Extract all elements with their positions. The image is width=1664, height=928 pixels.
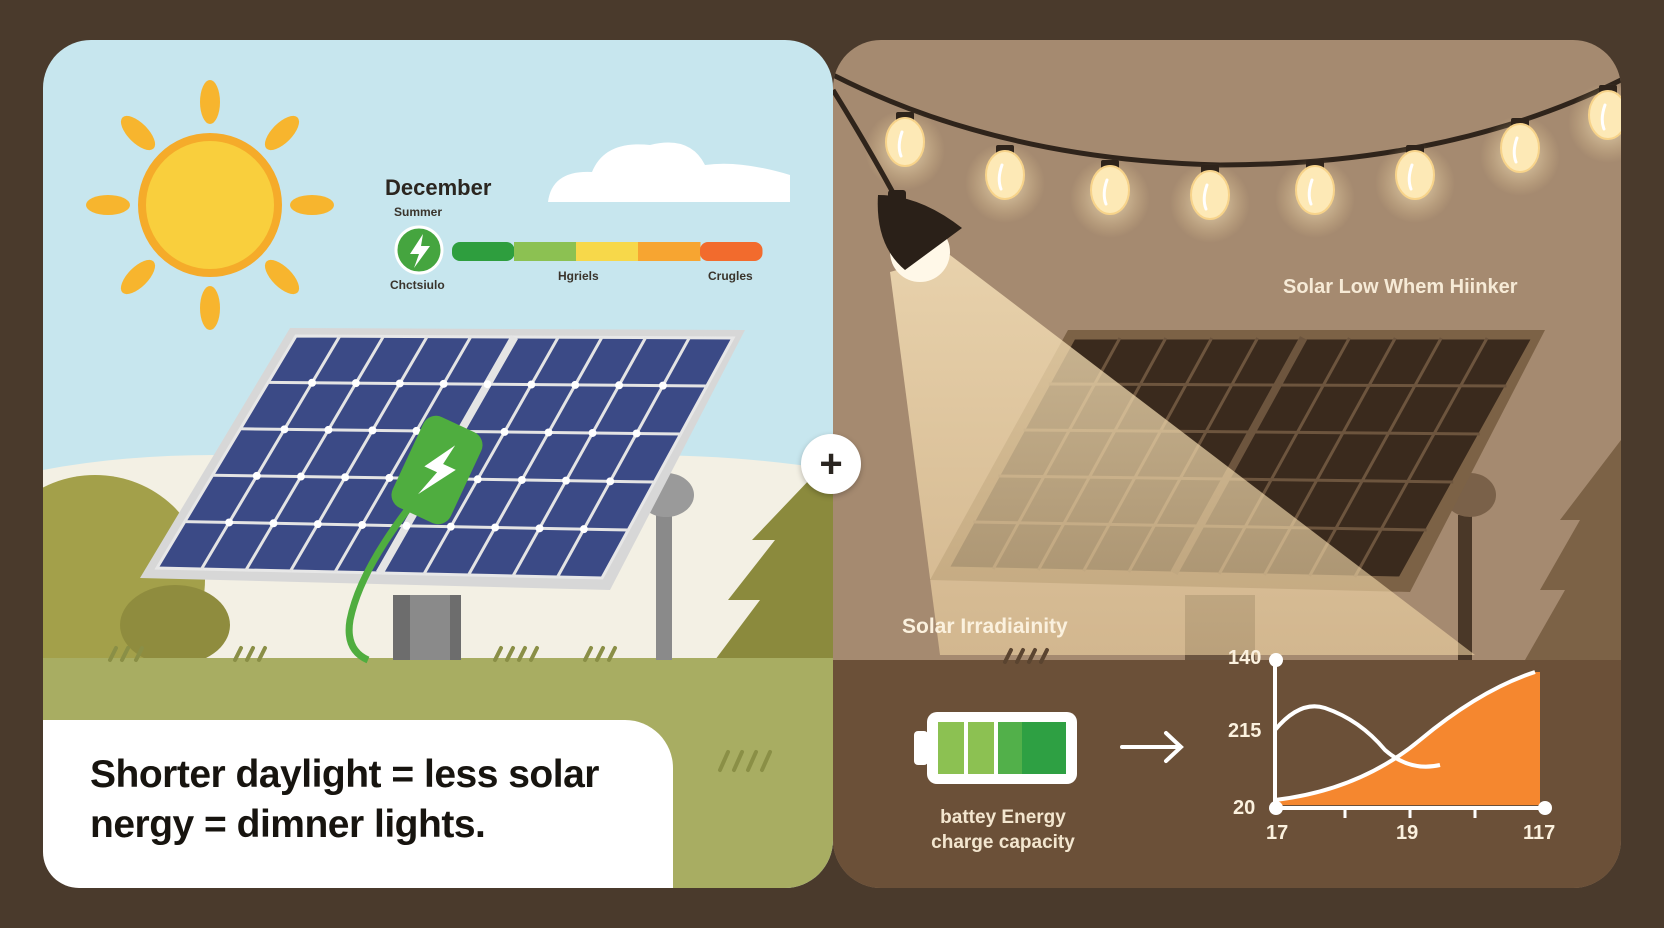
scale-segment	[452, 242, 515, 261]
y-tick-label: 140	[1228, 647, 1262, 669]
solar-panel-day	[140, 328, 745, 664]
charge-scale-bar	[452, 242, 763, 261]
battery-label: battey Energy charge capacity	[931, 807, 1075, 853]
tree	[715, 455, 833, 660]
scale-segment	[700, 242, 763, 261]
scale-segment	[638, 242, 701, 261]
lamp-icon	[877, 190, 962, 282]
irradiance-chart	[1269, 653, 1552, 818]
chart-area-series	[1275, 672, 1540, 805]
bulb-icon	[1375, 143, 1455, 223]
bulb-icon	[965, 143, 1045, 223]
plus-button[interactable]: +	[801, 434, 861, 494]
bulb-icon	[1170, 163, 1250, 243]
x-tick-label: 117	[1523, 822, 1556, 844]
bulb-icon	[1568, 83, 1621, 163]
sun-icon	[86, 80, 334, 330]
caption-card	[43, 720, 673, 888]
bulb-icon	[1275, 158, 1355, 238]
night-panel-title: Solar Low Whem Hiinker	[1283, 276, 1518, 298]
light-beam	[890, 255, 1475, 655]
bulb-icon	[1070, 158, 1150, 238]
x-tick-label: 19	[1396, 822, 1419, 844]
arrow-right-icon	[1120, 731, 1184, 763]
battery-icon	[914, 712, 1077, 784]
irradiance-label: Solar Irradiainity	[902, 615, 1068, 638]
scale-segment	[514, 242, 577, 261]
bulb-icon	[1480, 116, 1560, 196]
bulb-icon	[865, 110, 945, 190]
season-label: Summer	[394, 205, 443, 219]
month-label: December	[385, 175, 492, 200]
chart-line-series	[1273, 704, 1441, 769]
y-tick-label: 20	[1233, 797, 1256, 819]
scale-right-label: Crugles	[708, 269, 753, 283]
x-tick-label: 17	[1266, 822, 1289, 844]
scale-segment	[576, 242, 639, 261]
lightning-icon	[394, 225, 444, 275]
scale-left-label: Chctsiulo	[390, 278, 445, 292]
scale-mid-label: Hgriels	[558, 269, 599, 283]
y-tick-label: 215	[1228, 720, 1262, 742]
cloud	[548, 142, 790, 202]
night-panel	[833, 40, 1621, 888]
caption-text: Shorter daylight = less solar nergy = di…	[90, 753, 599, 846]
